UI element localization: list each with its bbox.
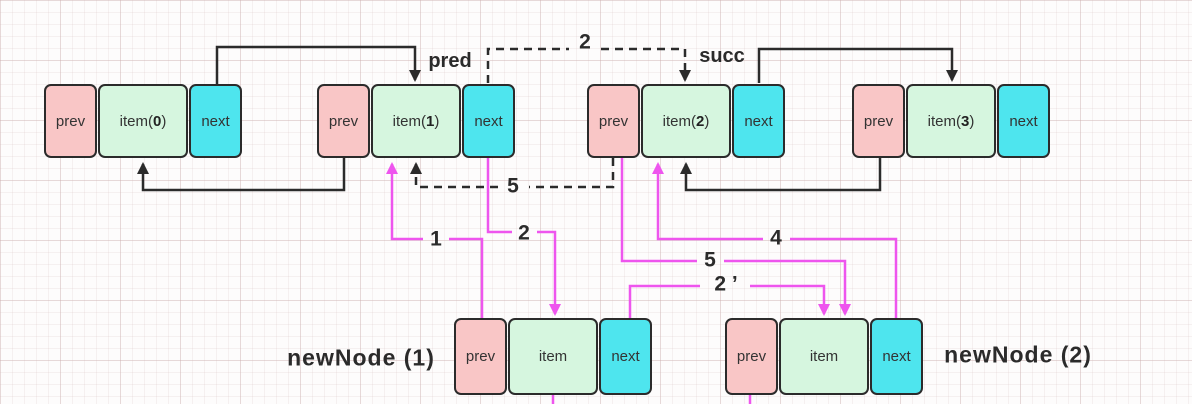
edge-node0next-to-node1-pred xyxy=(215,45,421,84)
node-item0: prev item(0) next xyxy=(44,84,242,158)
prev-label: prev xyxy=(465,348,496,365)
newnode-1-caption: newNode (1) xyxy=(287,344,435,371)
edge-node3prev-to-item2 xyxy=(680,158,882,192)
edge-step2-segment-b xyxy=(537,230,561,316)
next-label: next xyxy=(1009,112,1038,130)
node-item0-item-cell: item(0) xyxy=(98,84,188,158)
edge-step5-segment-a xyxy=(620,158,697,263)
step-label-2: 2 xyxy=(518,221,530,245)
step-label-2-prime: 2 ’ xyxy=(714,272,738,296)
dashed-edge-label-5: 5 xyxy=(507,174,519,198)
step-label-1: 1 xyxy=(430,227,442,251)
newnode-2-prev-cell: prev xyxy=(725,318,778,395)
edge-step2prime-segment-a xyxy=(628,284,700,318)
item-label: item(0) xyxy=(119,112,167,130)
node-item2-prev-cell: prev xyxy=(587,84,640,158)
node-item3-item-cell: item(3) xyxy=(906,84,996,158)
edge-dashed2-segment-a xyxy=(486,47,569,83)
node-item2: prev item(2) next xyxy=(587,84,785,158)
newnode-1-item-cell: item xyxy=(508,318,598,395)
node-item3-next-cell: next xyxy=(997,84,1050,158)
node-item1-item-cell: item(1) xyxy=(371,84,461,158)
node-item2-item-cell: item(2) xyxy=(641,84,731,158)
edge-node2next-to-item3 xyxy=(757,47,958,83)
edge-step1-segment-b xyxy=(386,162,423,241)
newnode-1: prev item next xyxy=(454,318,652,395)
edge-step4-segment-a xyxy=(790,237,898,320)
next-label: next xyxy=(882,348,911,365)
next-label: next xyxy=(201,112,230,130)
node-item1-prev-cell: prev xyxy=(317,84,370,158)
node-item3: prev item(3) next xyxy=(852,84,1050,158)
item-label: item(3) xyxy=(927,112,975,130)
item-label: item(1) xyxy=(392,112,440,130)
prev-label: prev xyxy=(55,112,86,130)
prev-label: prev xyxy=(863,112,894,130)
item-label: item xyxy=(538,348,568,365)
edge-step5-segment-b xyxy=(724,259,851,316)
edge-dashed2-segment-b-succ xyxy=(601,47,691,82)
dashed-edge-label-2: 2 xyxy=(579,30,591,54)
next-label: next xyxy=(611,348,640,365)
newnode-1-next-cell: next xyxy=(599,318,652,395)
prev-label: prev xyxy=(598,112,629,130)
prev-label: prev xyxy=(328,112,359,130)
edge-step1-segment-a xyxy=(449,237,484,318)
edge-step4-segment-b xyxy=(652,162,763,241)
newnode-2-caption: newNode (2) xyxy=(944,341,1092,368)
pred-pointer-label: pred xyxy=(428,50,472,72)
prev-label: prev xyxy=(736,348,767,365)
node-item1: prev item(1) next xyxy=(317,84,515,158)
node-item0-next-cell: next xyxy=(189,84,242,158)
node-item1-next-cell: next xyxy=(462,84,515,158)
item-label: item xyxy=(809,348,839,365)
edge-step2prime-segment-b xyxy=(750,284,830,316)
step-label-5: 5 xyxy=(704,248,716,272)
node-item3-prev-cell: prev xyxy=(852,84,905,158)
newnode-2-next-cell: next xyxy=(870,318,923,395)
succ-pointer-label: succ xyxy=(699,45,745,67)
newnode-2-item-cell: item xyxy=(779,318,869,395)
edge-dashed5-segment-a xyxy=(529,158,615,189)
next-label: next xyxy=(744,112,773,130)
node-item2-next-cell: next xyxy=(732,84,785,158)
edge-node1prev-to-item0 xyxy=(137,158,346,192)
next-label: next xyxy=(474,112,503,130)
item-label: item(2) xyxy=(662,112,710,130)
newnode-2: prev item next xyxy=(725,318,923,395)
newnode-1-prev-cell: prev xyxy=(454,318,507,395)
edge-dashed5-segment-b xyxy=(410,162,498,189)
node-item0-prev-cell: prev xyxy=(44,84,97,158)
step-label-4: 4 xyxy=(770,226,782,250)
